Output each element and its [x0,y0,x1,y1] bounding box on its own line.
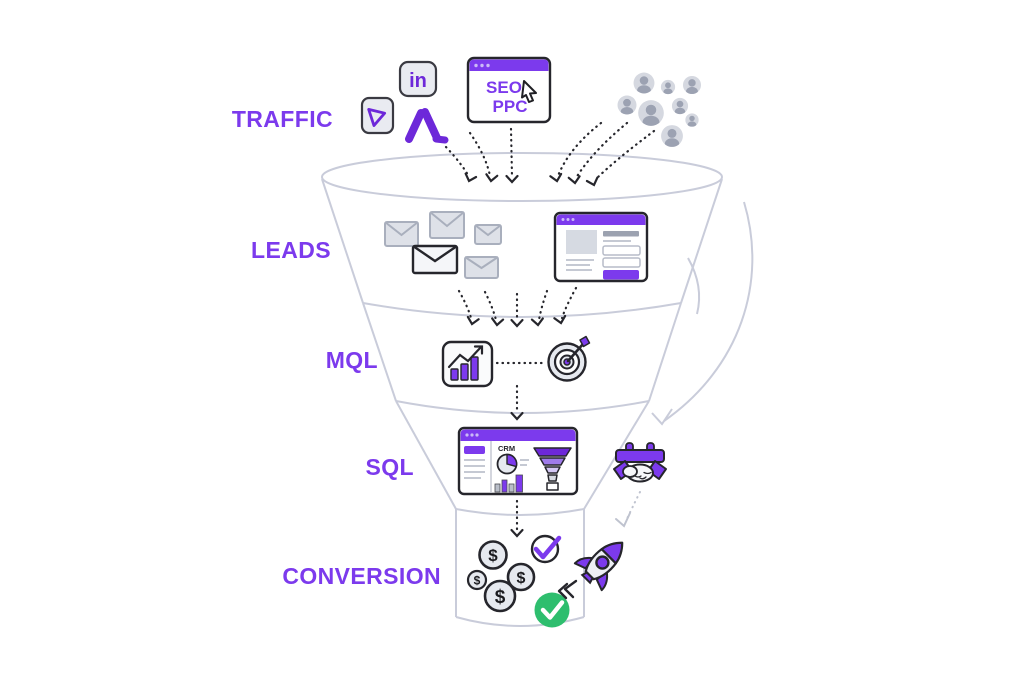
stage-label-sql: SQL [365,454,414,480]
rocket-exhaust [557,579,578,600]
flow-arrows [444,121,656,538]
svg-text:$: $ [517,570,526,587]
audience-avatars-icon [618,73,702,150]
seo-text: SEO [486,78,522,97]
dollar-coin-icon: $ [466,569,488,591]
meeting-handshake-icon [613,442,667,483]
email-envelope-icon [411,244,459,275]
seo-ppc-window: SEO PPC [466,56,552,124]
window-dots [465,433,479,437]
landing-page-window [553,211,649,283]
handshake-to-rocket-arrow [615,491,641,528]
svg-text:$: $ [488,546,498,565]
linkedin-icon: in [398,60,438,98]
green-check-icon [534,592,570,628]
purple-check-icon [530,534,562,564]
crm-dashboard-window: CRM [457,426,579,496]
dollar-coin-icon: $ [478,540,508,570]
window-dots [561,218,575,221]
rocket-icon [557,541,624,600]
email-envelopes [384,211,502,279]
dollar-coin-icon: $ [483,579,517,613]
funnel-outline [321,152,723,627]
bypass-flow-arrow [651,201,754,426]
crm-label: CRM [498,444,515,453]
svg-text:$: $ [495,587,506,608]
linkedin-glyph: in [409,70,427,92]
microsoft-ads-icon [360,96,395,135]
analytics-chart-icon [441,340,494,388]
window-dots [474,63,490,68]
arrow-heads [464,172,599,538]
stage-label-conversion: CONVERSION [282,563,441,589]
mini-funnel-chart [533,447,572,491]
email-envelope-icon [384,211,502,279]
stage-label-mql: MQL [325,347,378,373]
google-ads-icon [405,108,449,144]
target-icon [547,335,591,382]
dollar-coin-icon: $ [506,562,536,592]
svg-text:$: $ [474,574,481,588]
stage-label-traffic: TRAFFIC [231,106,333,132]
stage-label-leads: LEADS [251,237,331,263]
ppc-text: PPC [493,97,528,116]
cursor-icon [521,80,537,103]
dollar-coins: $ $ $ $ [466,540,536,613]
